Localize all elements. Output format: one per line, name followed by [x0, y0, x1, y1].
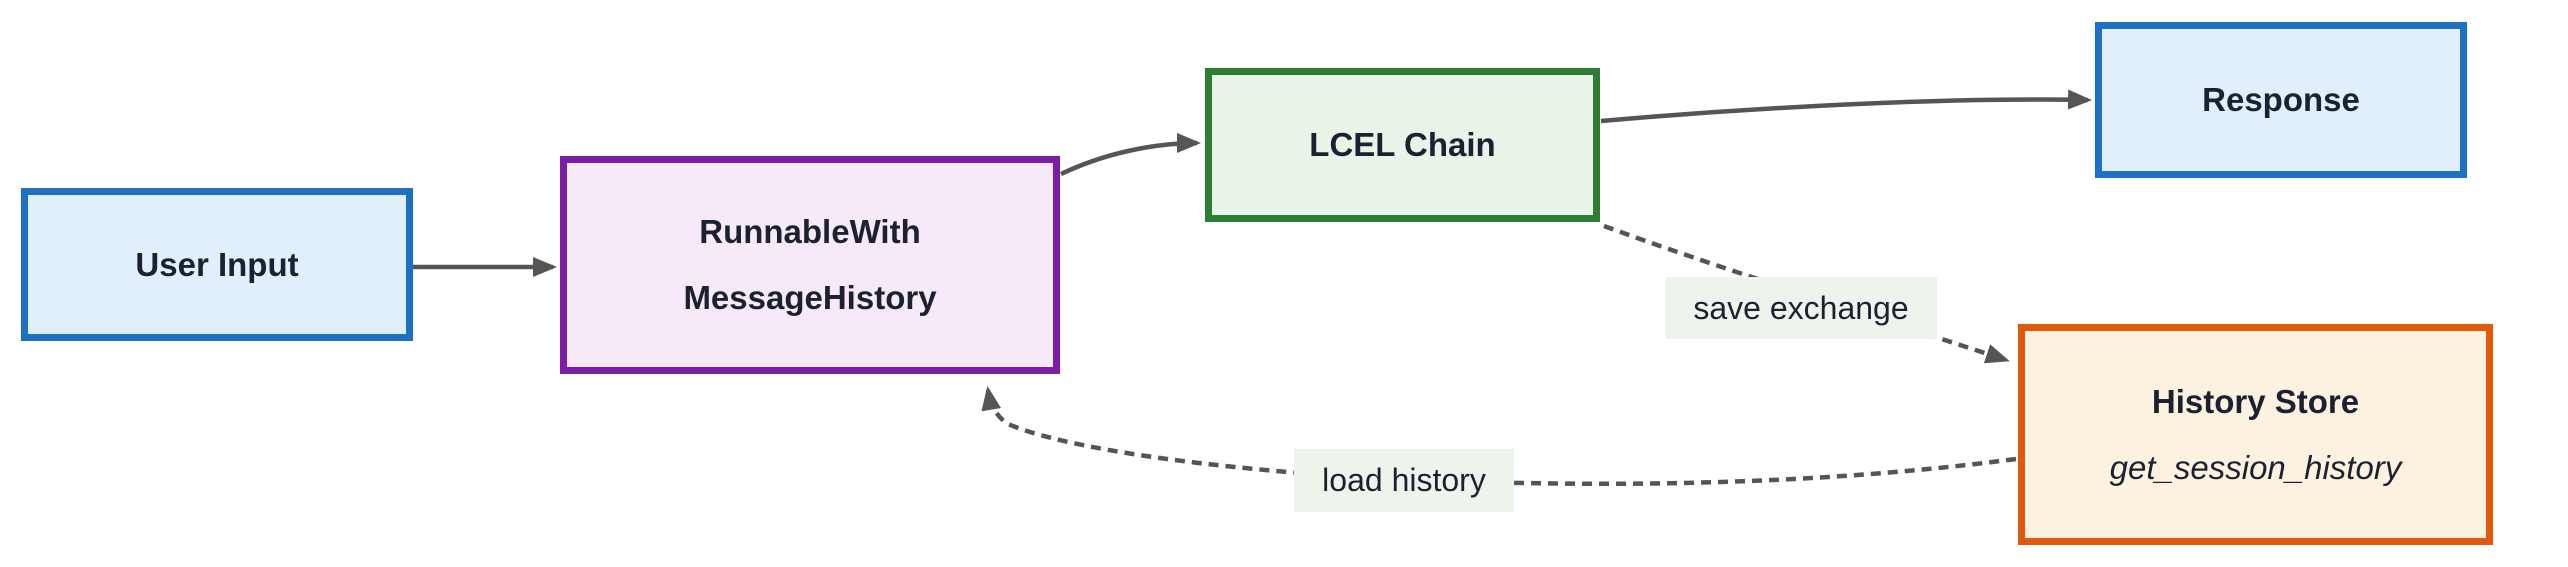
- edge-label-load-history: load history: [1294, 449, 1514, 512]
- node-user-input-label: User Input: [135, 245, 299, 283]
- edge-lcel-chain-to-response: [1600, 89, 2092, 124]
- node-lcel-chain-label: LCEL Chain: [1309, 126, 1496, 164]
- node-lcel-chain: LCEL Chain: [1205, 68, 1600, 222]
- node-runnable-label-line2: MessageHistory: [683, 279, 937, 316]
- node-history-store: History Store get_session_history: [2018, 324, 2493, 545]
- edge-runnable-to-lcel-chain: [1060, 133, 1201, 177]
- node-runnable-with-message-history: RunnableWith MessageHistory: [560, 156, 1060, 374]
- node-history-store-subtitle: get_session_history: [2109, 448, 2402, 486]
- edge-label-save-exchange: save exchange: [1665, 277, 1937, 339]
- node-response: Response: [2095, 22, 2467, 178]
- node-runnable-label-line1: RunnableWith: [699, 213, 921, 251]
- node-response-label: Response: [2202, 81, 2360, 119]
- node-user-input: User Input: [21, 188, 413, 341]
- node-history-store-title: History Store: [2151, 382, 2360, 420]
